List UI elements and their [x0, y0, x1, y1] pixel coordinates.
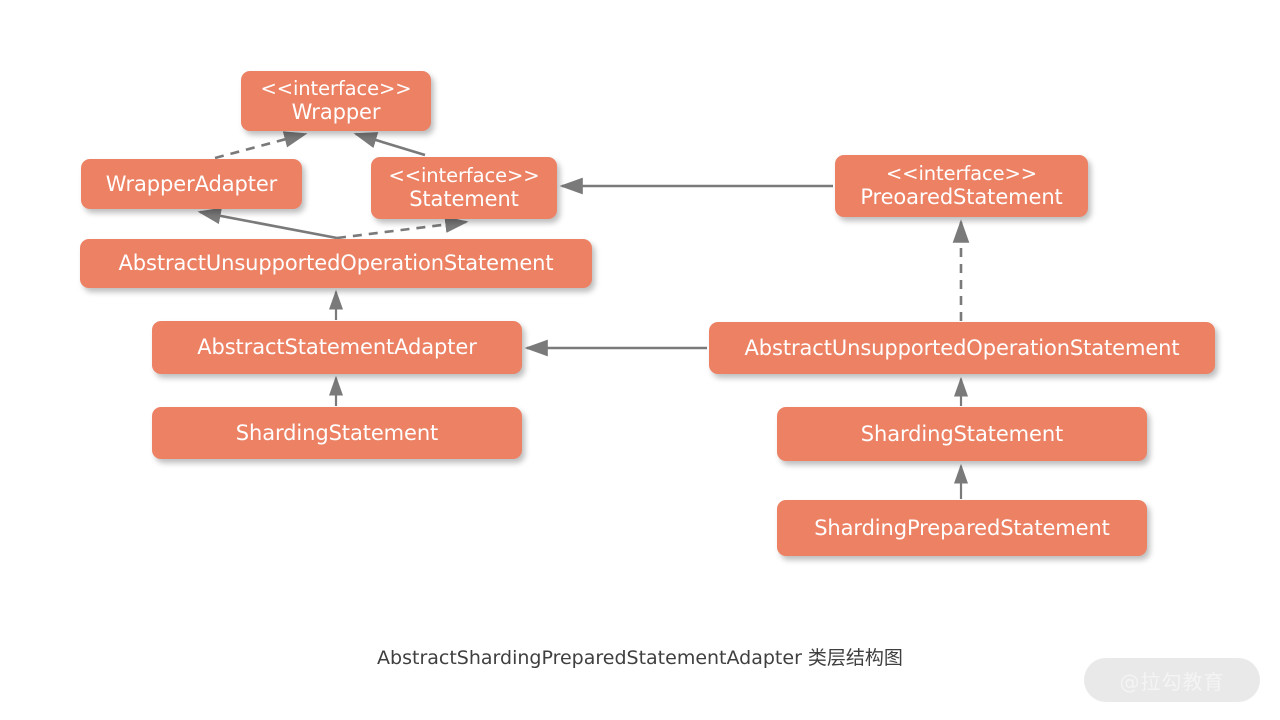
stereotype-label: <<interface>> [388, 163, 540, 187]
class-name-label: Wrapper [291, 100, 381, 125]
uml-node-abstract-unsupported-operation-statement-left[interactable]: AbstractUnsupportedOperationStatement [80, 239, 592, 288]
watermark-badge: @拉勾教育 [1084, 658, 1260, 702]
uml-node-wrapper-adapter[interactable]: WrapperAdapter [81, 159, 302, 209]
class-name-label: ShardingPreparedStatement [814, 515, 1110, 540]
class-name-label: ShardingStatement [235, 420, 439, 445]
edge-auos-left-to-statement [336, 216, 469, 240]
uml-node-wrapper[interactable]: <<interface>> Wrapper [241, 71, 431, 131]
uml-node-sharding-prepared-statement[interactable]: ShardingPreparedStatement [777, 500, 1147, 556]
uml-node-abstract-statement-adapter[interactable]: AbstractStatementAdapter [152, 321, 522, 374]
stereotype-label: <<interface>> [885, 161, 1038, 185]
edge-statement-to-wrapper [353, 132, 426, 157]
edge-auos-left-to-wrapper-adapter [197, 207, 338, 240]
uml-node-prepared-statement[interactable]: <<interface>> PreoaredStatement [835, 155, 1088, 217]
class-name-label: PreoaredStatement [860, 185, 1063, 210]
class-name-label: Statement [409, 187, 519, 212]
stereotype-label: <<interface>> [260, 76, 412, 100]
class-name-label: AbstractStatementAdapter [197, 335, 477, 360]
diagram-caption: AbstractShardingPreparedStatementAdapter… [377, 647, 903, 669]
uml-node-sharding-statement-left[interactable]: ShardingStatement [152, 407, 522, 459]
class-name-label: AbstractUnsupportedOperationStatement [118, 251, 554, 276]
uml-node-sharding-statement-right[interactable]: ShardingStatement [777, 407, 1147, 461]
class-name-label: WrapperAdapter [105, 171, 278, 196]
uml-node-abstract-unsupported-operation-statement-right[interactable]: AbstractUnsupportedOperationStatement [709, 322, 1215, 374]
uml-node-statement[interactable]: <<interface>> Statement [371, 157, 557, 219]
edge-wrapper-adapter-to-wrapper [214, 131, 308, 160]
class-name-label: AbstractUnsupportedOperationStatement [744, 335, 1180, 360]
class-name-label: ShardingStatement [860, 421, 1064, 446]
